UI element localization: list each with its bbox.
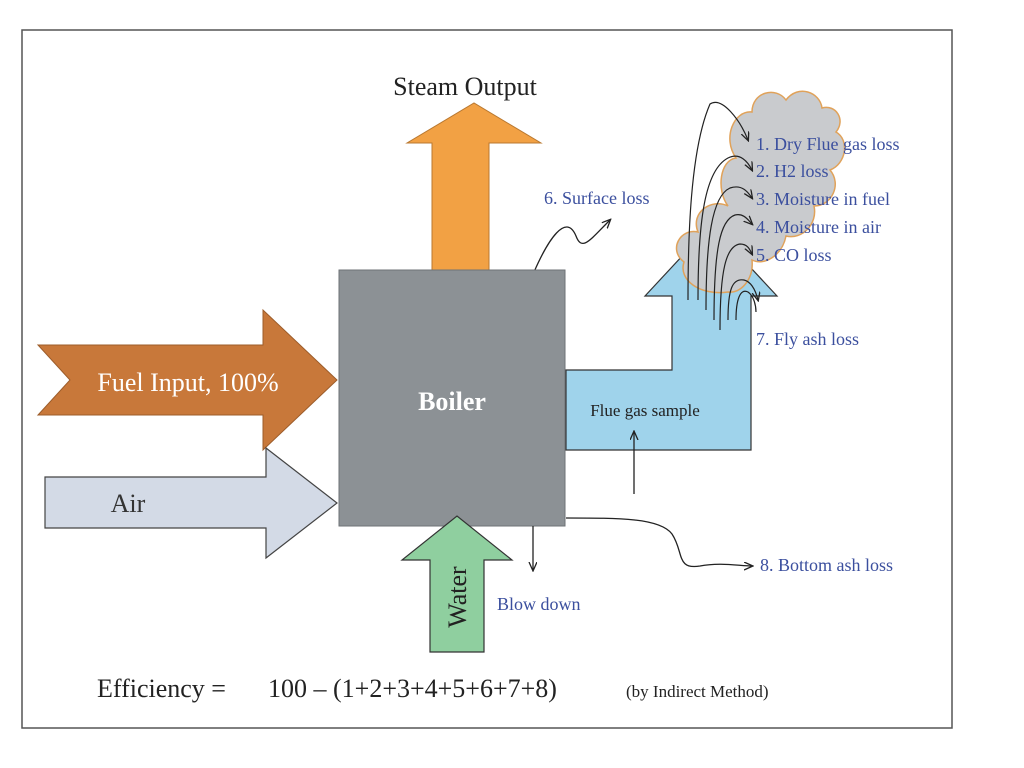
loss-label-6: 6. Surface loss [544,188,649,208]
water-arrow [400,515,514,653]
boiler-block [338,269,566,527]
surface-loss-arrow [533,220,610,273]
air-label: Air [111,489,146,518]
fuel-input-arrow [36,308,338,452]
loss-label-4: 4. Moisture in air [756,217,881,237]
bottom-ash-arrow [565,517,752,567]
water-label: Water [443,566,472,628]
loss-label-3: 3. Moisture in fuel [756,189,890,209]
fuel-input-label: Fuel Input, 100% [97,368,278,397]
blow-down-label: Blow down [497,594,581,614]
efficiency-method: (by Indirect Method) [626,682,769,701]
loss-label-8: 8. Bottom ash loss [760,555,893,575]
loss-label-7: 7. Fly ash loss [756,329,859,349]
loss-label-2: 2. H2 loss [756,161,829,181]
loss-label-5: 5. CO loss [756,245,832,265]
efficiency-rhs: 100 – (1+2+3+4+5+6+7+8) [268,674,557,703]
boiler-label: Boiler [418,387,486,416]
flue-gas-sample-label: Flue gas sample [590,401,700,420]
efficiency-lhs: Efficiency = [97,674,226,703]
steam-output-arrow [405,102,543,273]
air-arrow [44,446,338,560]
steam-output-label: Steam Output [393,72,537,101]
loss-label-1: 1. Dry Flue gas loss [756,134,900,154]
flue-gas-streams [687,101,758,331]
